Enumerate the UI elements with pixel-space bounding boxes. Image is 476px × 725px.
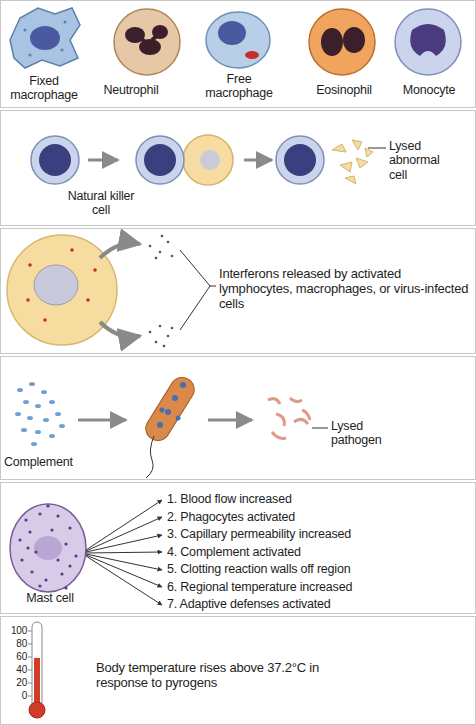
cell-label: 1. Blood flow increased [167,492,473,506]
cell-label: 7. Adaptive defenses activated [167,597,473,611]
cell-label: 2. Phagocytes activated [167,510,473,524]
scale-number: 60 [1,651,27,663]
cell-label: Monocyte [393,83,465,97]
cell-label: 3. Capillary permeability increased [167,527,473,541]
eosinophil [309,9,375,75]
cell-label: Interferons released by activated lympho… [219,267,471,312]
thermometer [28,622,45,718]
cell-label: Lysed pathogen [331,419,395,448]
fixed-macrophage [10,8,80,68]
cell-label: Lysed abnormal cell [389,139,451,182]
cell-label: Free macrophage [199,72,279,101]
defense-panel: Natural killer cell Lysed abnormal cell [0,110,476,226]
defense-panel: Interferons released by activated lympho… [0,228,476,354]
cell-label: 4. Complement activated [167,545,473,559]
cell-label: Body temperature rises above 37.2°C in r… [96,661,364,691]
defense-panel: 100806040200 Body temperature rises above… [0,616,476,725]
free-macrophage [206,12,270,68]
defense-panel: Complement Lysed pathogen [0,356,476,480]
cell-label: Mast cell [5,591,95,605]
interferon-cell [7,235,216,348]
cell-label: Neutrophil [96,83,166,97]
defense-panel: Mast cell 1. Blood flow increased 2. Phago… [0,482,476,614]
monocyte [395,9,461,75]
defense-panel: Fixed macrophage Neutrophil Free macrophag… [0,0,476,108]
cell-label: 5. Clotting reaction walls off region [167,562,473,576]
cell-label: Eosinophil [303,83,385,97]
mast-cell [10,500,162,605]
cell-label: 6. Regional temperature increased [167,580,473,594]
scale-number: 0 [1,690,27,702]
scale-number: 40 [1,664,27,676]
scale-number: 80 [1,638,27,650]
scale-number: 20 [1,677,27,689]
cell-label: Complement [4,455,94,469]
nk-sequence [31,135,386,185]
scale-number: 100 [1,625,27,637]
cell-label: Natural killer cell [65,189,137,218]
neutrophil [114,9,180,75]
cell-label: Fixed macrophage [4,74,84,103]
